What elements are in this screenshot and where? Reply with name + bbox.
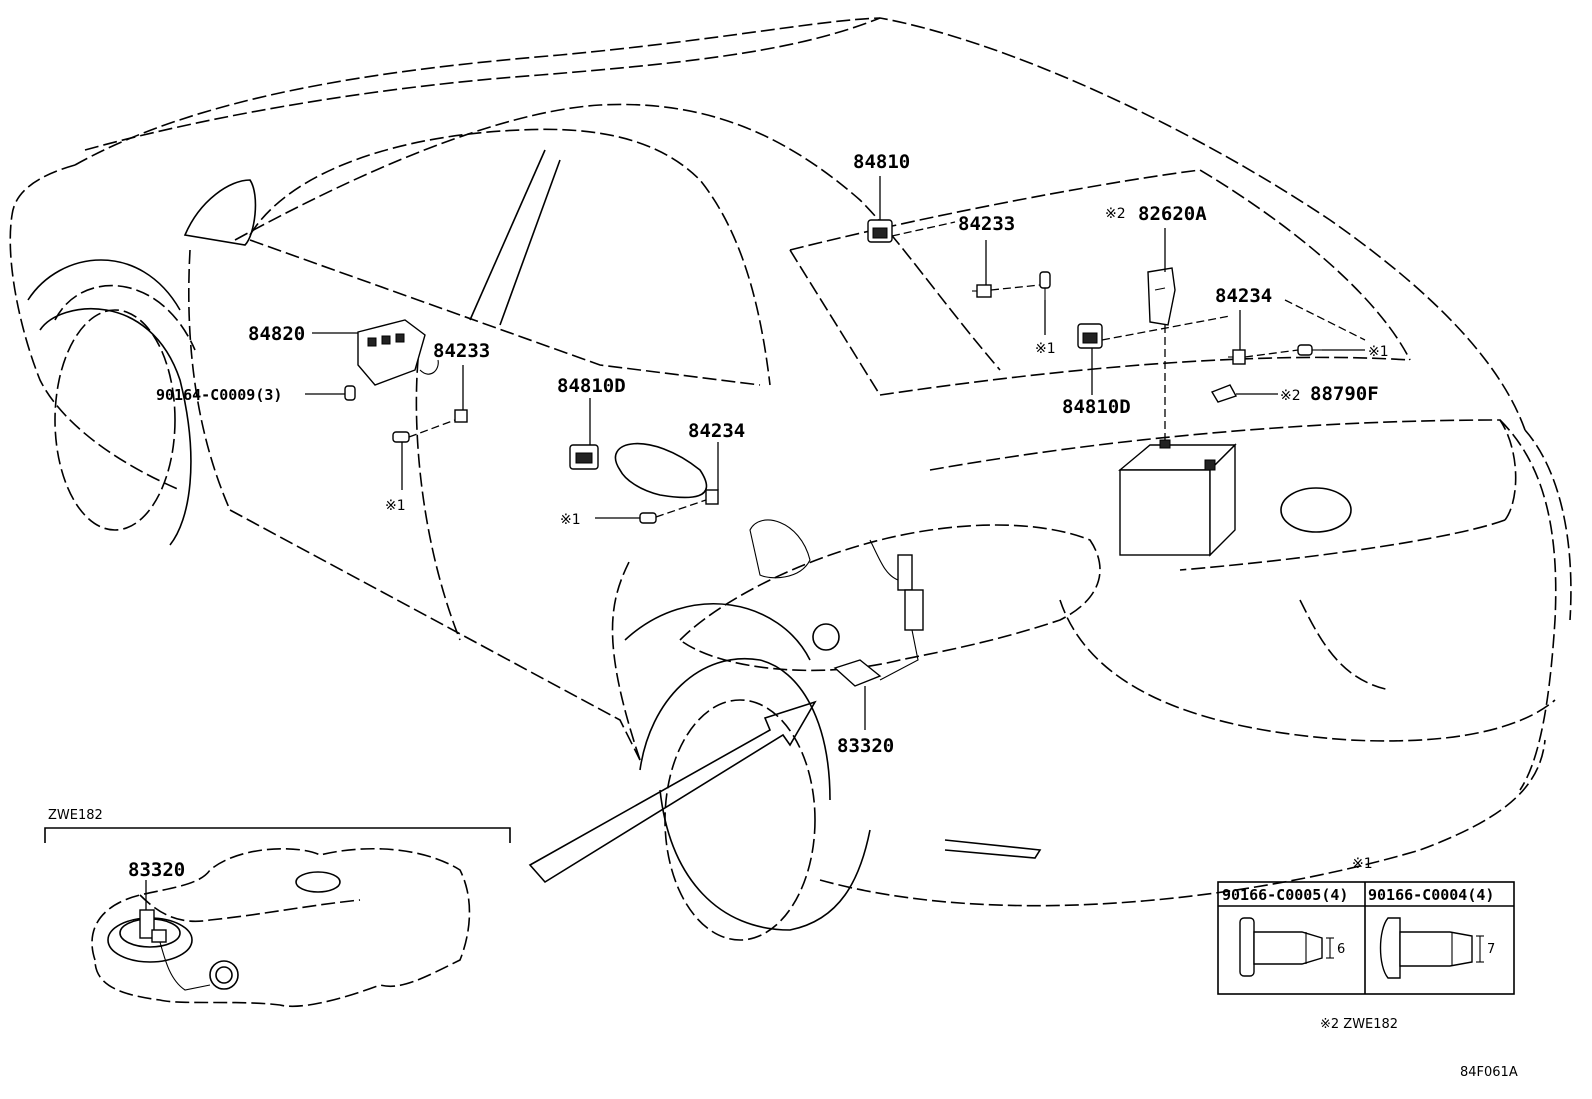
part-88790F-sensor [1210,384,1238,403]
part-84233-clip-left [454,409,468,423]
car-body-outline [9,17,1572,941]
part-84233-clip-top [972,284,992,298]
screw-lower-left [639,512,657,524]
inset-title: ZWE182 [48,808,103,823]
fastener-table: ※1 90166-C0005(4) 90166-C0004(4) 6 7 ※2 … [1217,856,1515,1032]
inset-fuel-tank: ZWE182 83320 [44,808,511,1008]
part-84234-clip-right [1228,349,1246,365]
mark-84234-left: ※1 [560,512,581,528]
mark-84233-left: ※1 [385,498,406,514]
label-90164: 90164-C0009(3) [156,386,282,404]
part-84810-switch [867,219,893,243]
mark-84233-right: ※1 [1035,341,1056,357]
label-84234-left: 84234 [688,420,745,442]
screw-right [1297,344,1322,356]
part-84820-switch-assembly [357,319,439,386]
mark-88790F: ※2 [1280,388,1301,404]
fastener-table-mark: ※1 [1352,856,1373,872]
inset-label-83320: 83320 [128,859,185,881]
part-82620A-bracket [1147,267,1176,326]
fastener-dim-2: 7 [1487,942,1495,957]
mark-82620A: ※2 [1105,206,1126,222]
label-84810D-right: 84810D [1062,396,1131,418]
fastener-dim-1: 6 [1337,942,1345,957]
screw-top [1039,271,1051,300]
label-84233-top: 84233 [958,213,1015,235]
leader-lines [305,176,1366,730]
screw-90164 [344,385,356,401]
view-arrow [528,700,817,884]
part-84810D-switch-right [1077,323,1103,349]
fastener-part-2: 90166-C0004(4) [1368,886,1494,904]
bolt-90166-C0004-drawing: 7 [1379,917,1495,979]
label-84234-right: 84234 [1215,285,1272,307]
label-84810: 84810 [853,151,910,173]
label-82620A: 82620A [1138,203,1207,225]
label-84810D-left: 84810D [557,375,626,397]
battery [1118,439,1237,557]
label-84820: 84820 [248,323,305,345]
part-84810D-switch-left [569,444,599,470]
part-84234-clip-left [705,489,719,505]
screw-left [392,431,410,443]
diagram-code: 84F061A [1460,1065,1518,1080]
mark-84234-right: ※1 [1368,344,1389,360]
label-84233-left: 84233 [433,340,490,362]
part-labels: 84810 84233 ※2 82620A 84234 ※1 ※1 84810D… [156,151,1389,757]
bolt-90166-C0005-drawing: 6 [1239,917,1345,977]
fuel-sender-unit-main [833,539,924,687]
label-88790F: 88790F [1310,383,1379,405]
fastener-table-footnote: ※2 ZWE182 [1320,1017,1398,1032]
fastener-part-1: 90166-C0005(4) [1222,886,1348,904]
label-83320-main: 83320 [837,735,894,757]
